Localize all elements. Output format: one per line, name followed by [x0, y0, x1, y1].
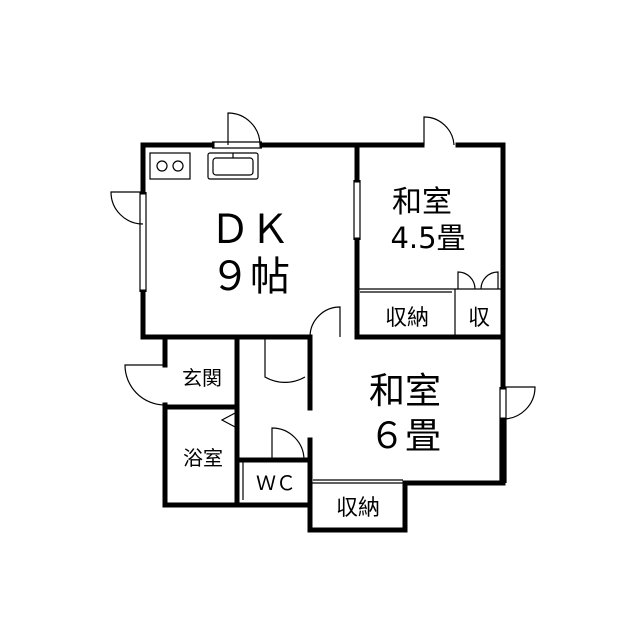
washitsu-small-size-label: 4.5畳 [390, 221, 465, 255]
kitchen-fixtures [149, 152, 259, 180]
shuno-upper-label: 収納 [385, 306, 429, 331]
washitsu-large-size-label: ６畳 [369, 416, 441, 457]
yokushitsu-label: 浴室 [183, 446, 223, 470]
washitsu-small-name-label: 和室 [392, 185, 452, 220]
thin-lines [139, 141, 507, 500]
stove-icon [149, 152, 191, 180]
washitsu-large-name-label: 和室 [369, 371, 441, 412]
dk-name-label: ＤＫ [210, 207, 290, 253]
walls [140, 142, 506, 533]
dk-size-label: ９帖 [210, 254, 290, 300]
shu-small-label: 収 [468, 306, 490, 331]
genkan-label: 玄関 [182, 366, 222, 390]
shuno-lower-label: 収納 [336, 496, 380, 521]
door-swings [110, 112, 536, 461]
room-labels: ＤＫ ９帖 和室 4.5畳 収納 収 和室 ６畳 玄関 浴室 ＷＣ 収納 [182, 185, 490, 521]
wc-label: ＷＣ [256, 471, 296, 495]
